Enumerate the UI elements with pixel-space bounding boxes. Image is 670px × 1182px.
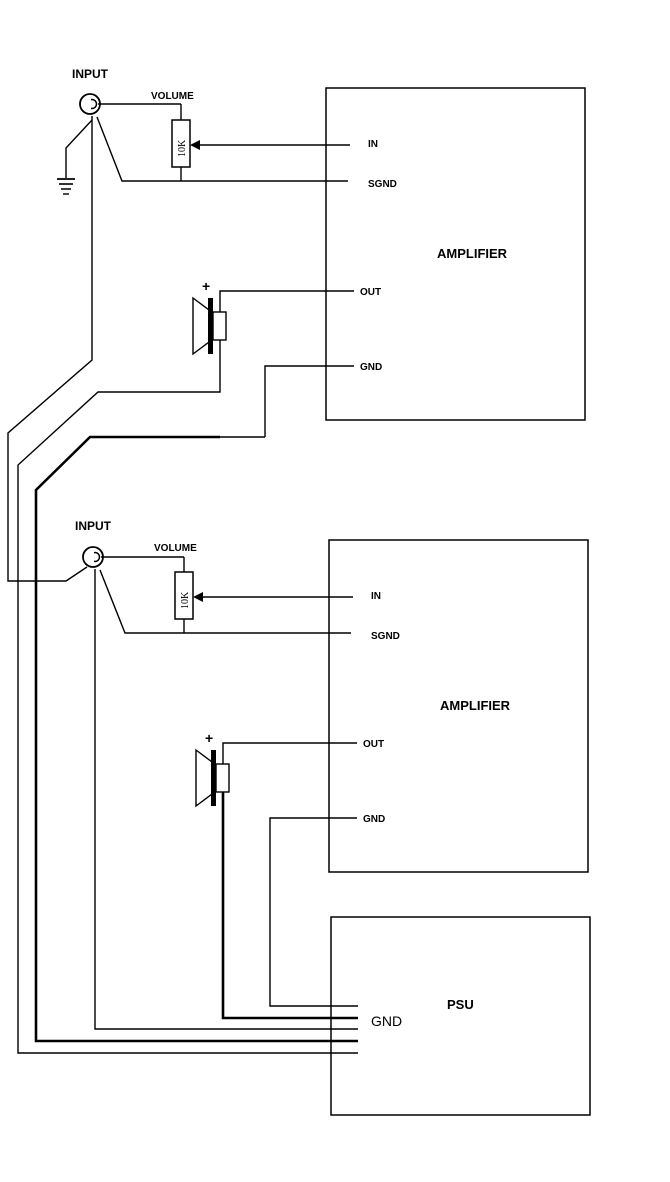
amplifier-2-pin-out: OUT [363, 739, 384, 750]
pot-2-value: 10K [180, 591, 191, 609]
amplifier-1-title: AMPLIFIER [437, 246, 508, 261]
amplifier-1-box [325, 87, 586, 421]
amplifier-2-box [328, 539, 589, 873]
earth-ground-icon [57, 119, 93, 195]
amplifier-2-section: AMPLIFIER IN SGND OUT GND INPUT VOLUME 1… [75, 519, 589, 873]
speaker-2-icon [195, 748, 230, 808]
interconnect-wiring [7, 116, 358, 1054]
volume-pot-2-icon: 10K [101, 556, 353, 633]
gnd-wire-1 [264, 365, 354, 437]
amplifier-1-pin-gnd: GND [360, 362, 382, 373]
psu-title: PSU [447, 997, 474, 1012]
psu-box [330, 916, 591, 1116]
amplifier-1-section: AMPLIFIER IN SGND OUT GND INPUT VOLUME 1… [57, 67, 586, 437]
amplifier-2-title: AMPLIFIER [440, 698, 511, 713]
amplifier-2-pin-gnd: GND [363, 814, 385, 825]
amp1-gnd-bus [34, 435, 358, 1043]
psu-section: PSU GND [330, 916, 591, 1116]
out-wire-2 [222, 742, 357, 764]
speaker-1-negative-wire [17, 340, 358, 1054]
input-jack-2-icon [82, 546, 104, 568]
input-2-shield-wire [94, 569, 358, 1030]
input-1-label: INPUT [72, 67, 109, 81]
speaker-1-polarity: + [202, 278, 210, 294]
speaker-2-negative-wire [221, 792, 358, 1020]
input-1-signal-wire [7, 116, 93, 582]
sgnd-wire-1 [96, 116, 348, 182]
amplifier-2-pin-in: IN [371, 591, 381, 602]
volume-pot-1-icon: 10K [98, 103, 350, 181]
amplifier-1-pin-out: OUT [360, 287, 381, 298]
amplifier-2-pin-sgnd: SGND [371, 631, 400, 642]
input-2-label: INPUT [75, 519, 112, 533]
sgnd-wire-2 [99, 569, 351, 634]
out-wire-1 [219, 290, 354, 312]
psu-gnd-label: GND [371, 1013, 402, 1029]
speaker-2-polarity: + [205, 730, 213, 746]
speaker-1-icon [192, 296, 227, 356]
amplifier-1-pin-in: IN [368, 139, 378, 150]
amp2-gnd-wire [269, 817, 358, 1007]
volume-2-label: VOLUME [154, 543, 197, 554]
pot-1-value: 10K [177, 139, 188, 157]
amplifier-1-pin-sgnd: SGND [368, 179, 397, 190]
volume-1-label: VOLUME [151, 91, 194, 102]
input-jack-1-icon [79, 93, 101, 115]
